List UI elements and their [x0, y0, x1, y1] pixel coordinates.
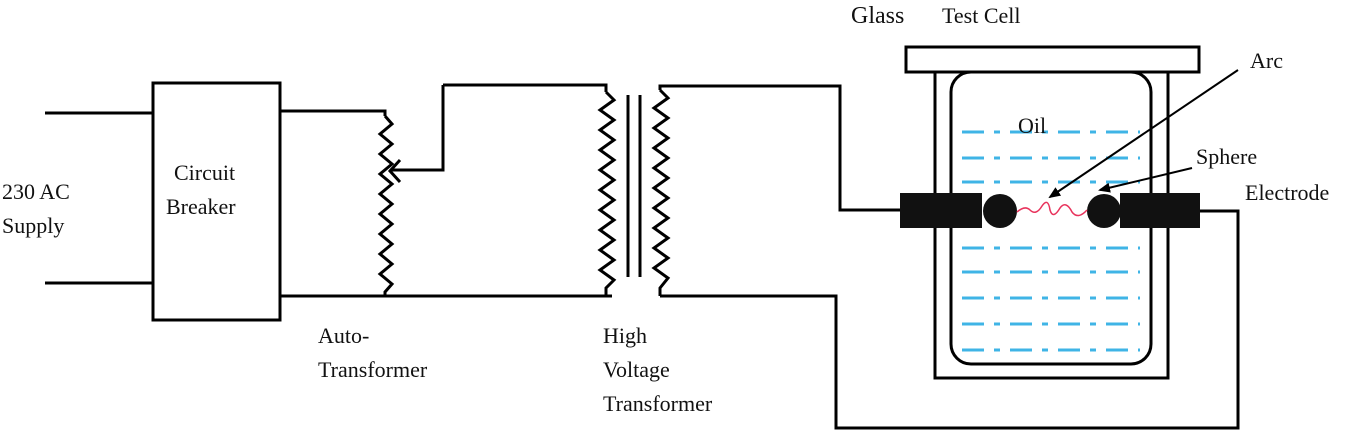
auto-transformer-coil: [377, 115, 395, 296]
oil-level-lines: [962, 130, 1140, 352]
auto-transformer-label-line2: Transformer: [318, 357, 428, 382]
hv-secondary-coil: [651, 88, 671, 296]
auto-transformer-tap-arrow: [387, 158, 402, 184]
hv-primary-coil: [597, 90, 617, 296]
breaker-to-auto-wire-top: [280, 109, 387, 116]
hv-output-wire-bottom: [660, 209, 1240, 430]
sphere-pointer-arrow: [1098, 167, 1193, 193]
breaker-label-line1: Circuit: [174, 160, 235, 185]
right-sphere: [1087, 194, 1121, 228]
breaker-label-line2: Breaker: [166, 194, 236, 219]
hv-transformer-label-line3: Transformer: [603, 391, 713, 416]
sphere-label: Sphere: [1196, 144, 1257, 169]
hv-transformer-label-line2: Voltage: [603, 357, 670, 382]
auto-transformer-label-line1: Auto-: [318, 323, 369, 348]
test-cell-lid: [904, 45, 1201, 74]
arc-discharge: [1016, 201, 1088, 217]
arc-label: Arc: [1250, 48, 1283, 73]
left-electrode-rod: [900, 193, 982, 228]
electrode-label: Electrode: [1245, 180, 1329, 205]
test-cell-label: Test Cell: [942, 3, 1021, 28]
auto-to-hv-wire: [443, 83, 608, 92]
right-electrode-rod: [1120, 193, 1200, 228]
hv-output-wire-top: [658, 84, 900, 212]
auto-transformer-tap-wire: [392, 85, 445, 172]
supply-label-line2: Supply: [2, 213, 64, 238]
glass-label: Glass: [851, 3, 904, 29]
circuit-breaker-box: [151, 81, 282, 322]
supply-label-line1: 230 AC: [2, 179, 70, 204]
arc-pointer-arrow: [1048, 69, 1239, 199]
oil-label: Oil: [1018, 113, 1046, 138]
hv-transformer-label-line1: High: [603, 323, 647, 348]
left-sphere: [983, 194, 1017, 228]
